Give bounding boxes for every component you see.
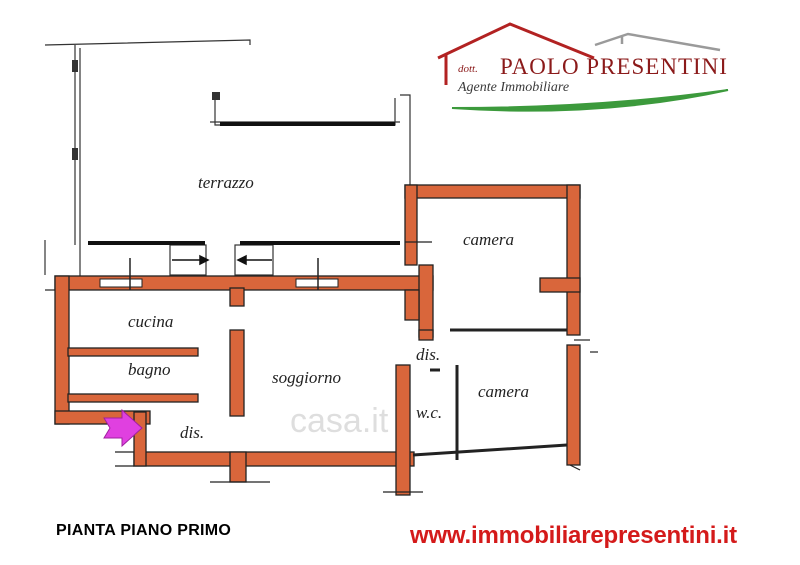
brand-name: PAOLO PRESENTINI: [500, 54, 728, 79]
terrace-posts: [72, 60, 220, 160]
window-posts: [129, 258, 319, 290]
room-label-terrazzo: terrazzo: [198, 173, 254, 192]
door-arrows: [172, 254, 272, 266]
railings: [88, 122, 400, 245]
entrance-arrow: [103, 408, 143, 448]
brand-subtitle: Agente Immobiliare: [458, 80, 570, 95]
walls: [54, 184, 581, 496]
room-label-wc: w.c.: [416, 403, 442, 422]
windows: [99, 278, 339, 288]
room-label-bagno: bagno: [128, 360, 171, 379]
brand-logo: dott. PAOLO PRESENTINI Agente Immobiliar…: [428, 18, 790, 130]
room-label-dis-left: dis.: [180, 423, 204, 442]
website-link[interactable]: www.immobiliarepresentini.it: [410, 522, 737, 549]
room-label-soggiorno: soggiorno: [272, 368, 341, 387]
room-label-dis-center: dis.: [416, 345, 440, 364]
watermark: casa.it: [290, 402, 389, 440]
thin-partitions: [412, 328, 568, 460]
plan-caption: PIANTA PIANO PRIMO: [56, 522, 232, 539]
logo-house-icon: [437, 22, 729, 112]
brand-prefix: dott.: [458, 63, 478, 75]
window-ticks: [45, 241, 598, 493]
room-label-camera-top: camera: [463, 230, 514, 249]
room-label-camera-bottom: camera: [478, 382, 529, 401]
room-label-cucina: cucina: [128, 312, 173, 331]
